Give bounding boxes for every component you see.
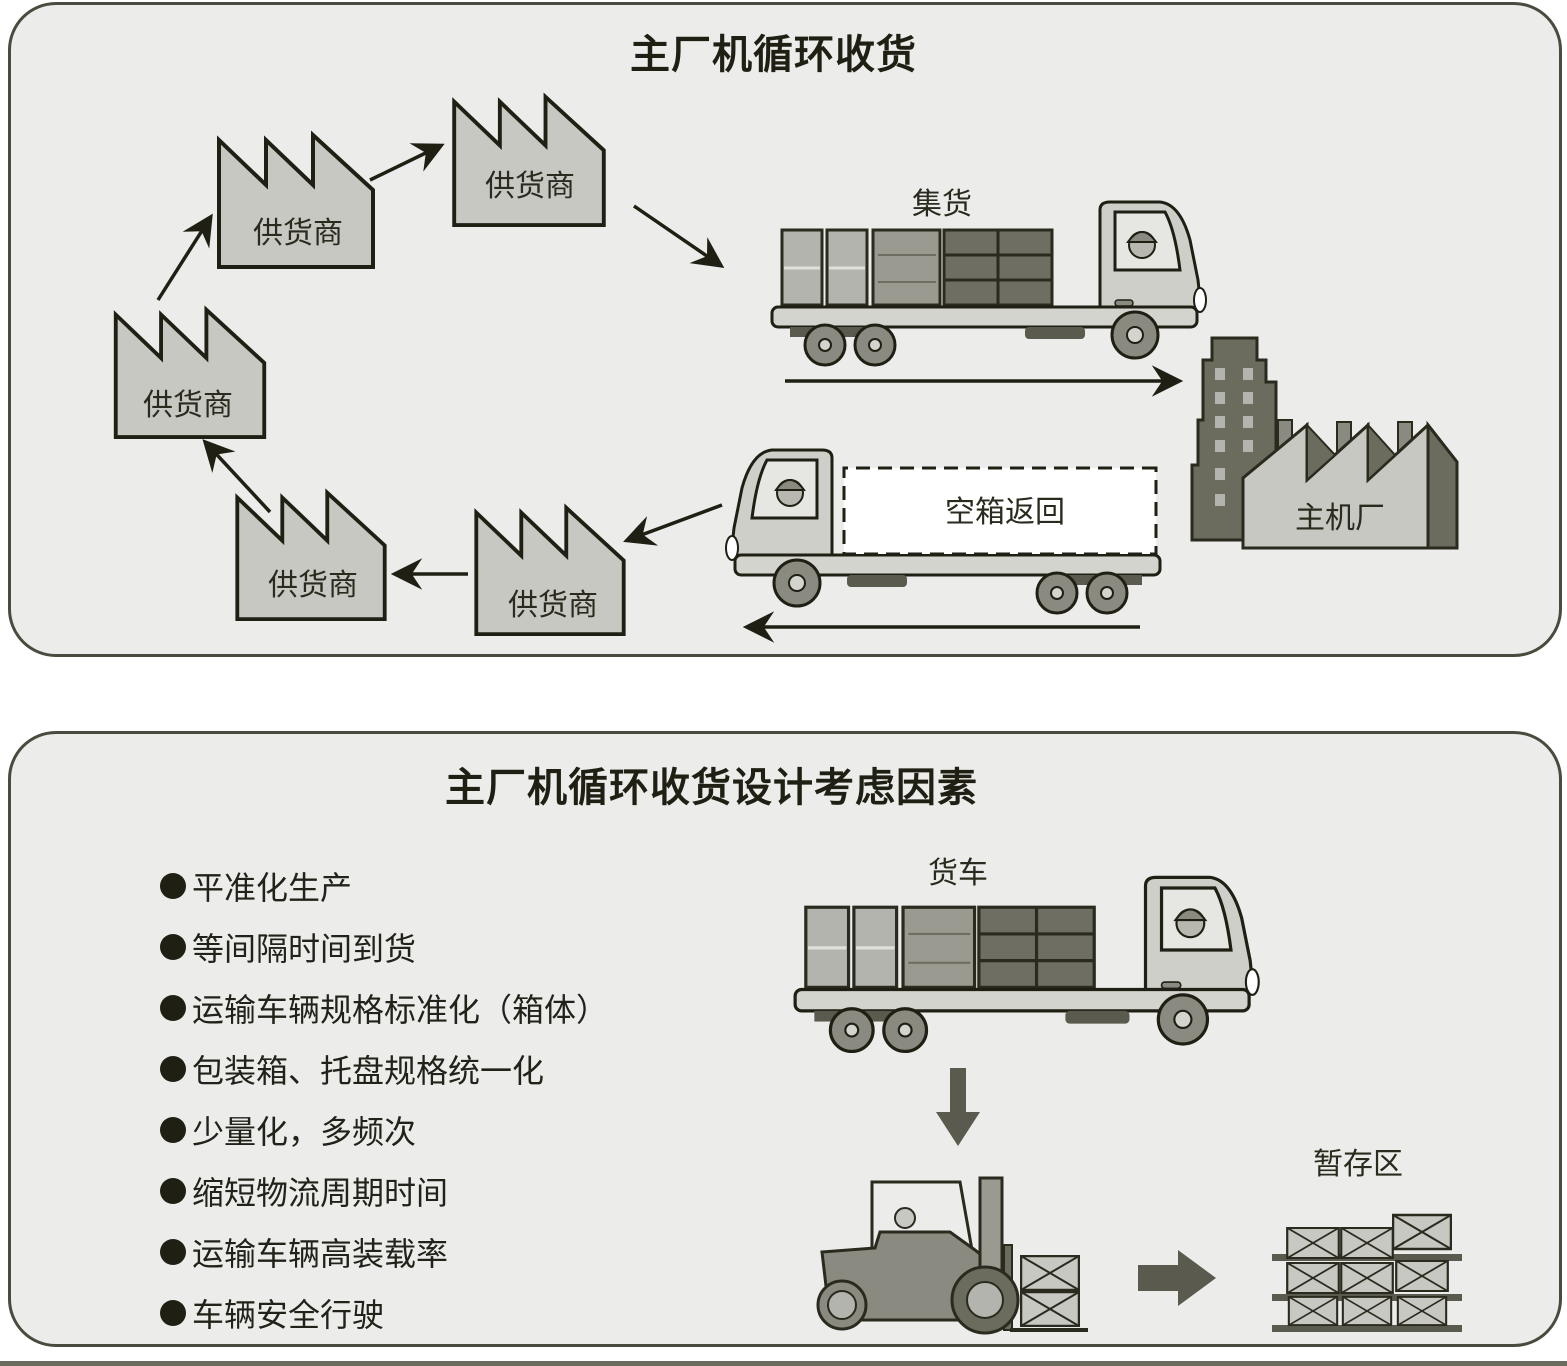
arrow-icon [623, 503, 723, 546]
collection-label: 集货 [912, 187, 972, 222]
list-item: 车辆安全行驶 [160, 1282, 608, 1343]
bullet-icon [160, 1177, 186, 1204]
supplier-label: 供货商 [268, 568, 358, 603]
list-item: 运输车辆高装载率 [160, 1221, 608, 1282]
arrow-icon [156, 213, 213, 301]
forklift [816, 1176, 1088, 1335]
collection-truck [770, 200, 1208, 367]
arrow-down-icon [936, 1068, 980, 1146]
bullet-icon [160, 994, 186, 1021]
factor-text: 少量化，多频次 [192, 1112, 417, 1151]
list-item: 缩短物流周期时间 [160, 1160, 608, 1221]
supplier-factory-1: 供货商 [113, 307, 267, 440]
bullet-icon [160, 1116, 186, 1143]
supplier-factory-4: 供货商 [237, 493, 384, 619]
arrow-icon [202, 439, 272, 514]
supplier-factory-2: 供货商 [219, 135, 373, 267]
cycle-arrows [156, 143, 1184, 643]
supplier-label: 供货商 [485, 169, 575, 204]
top-panel-title: 主厂机循环收货 [630, 32, 917, 78]
empty-return-truck [725, 448, 1162, 615]
storage-area-label: 暂存区 [1313, 1147, 1403, 1182]
bottom-panel-title: 主厂机循环收货设计考虑因素 [445, 765, 978, 811]
factor-text: 车辆安全行驶 [192, 1295, 385, 1334]
arrow-icon [369, 143, 445, 182]
list-item: 运输车辆规格标准化（箱体） [160, 977, 608, 1038]
arrow-icon [633, 204, 725, 268]
supplier-factory-5: 供货商 [476, 508, 623, 634]
supplier-label: 供货商 [143, 388, 233, 423]
bullet-icon [160, 872, 186, 899]
bullet-icon [160, 1299, 186, 1326]
cargo-truck [793, 875, 1261, 1054]
list-item: 少量化，多频次 [160, 1099, 608, 1160]
factor-text: 运输车辆高装载率 [192, 1234, 449, 1273]
list-item: 包装箱、托盘规格统一化 [160, 1038, 608, 1099]
main-plant-label: 主机厂 [1295, 501, 1385, 536]
empty-return-label: 空箱返回 [945, 495, 1065, 530]
supplier-label: 供货商 [508, 588, 598, 623]
list-item: 等间隔时间到货 [160, 916, 608, 977]
factor-text: 包装箱、托盘规格统一化 [192, 1051, 545, 1090]
bullet-icon [160, 1055, 186, 1082]
factor-text: 缩短物流周期时间 [192, 1173, 449, 1212]
factor-text: 平准化生产 [192, 868, 353, 907]
supplier-factory-3: 供货商 [454, 97, 604, 225]
bullet-icon [160, 1238, 186, 1265]
bullet-icon [160, 933, 186, 960]
factor-text: 等间隔时间到货 [192, 929, 417, 968]
design-factors-list: 平准化生产 等间隔时间到货 运输车辆规格标准化（箱体） 包装箱、托盘规格统一化 … [160, 855, 608, 1343]
list-item: 平准化生产 [160, 855, 608, 916]
main-plant: 主机厂 [1190, 336, 1459, 550]
arrow-right-icon [1138, 1250, 1216, 1306]
supplier-label: 供货商 [253, 216, 343, 251]
cargo-truck-label: 货车 [928, 856, 988, 891]
storage-area-crates [1272, 1213, 1462, 1332]
bottom-divider [0, 1361, 1567, 1366]
factor-text: 运输车辆规格标准化（箱体） [192, 990, 609, 1029]
